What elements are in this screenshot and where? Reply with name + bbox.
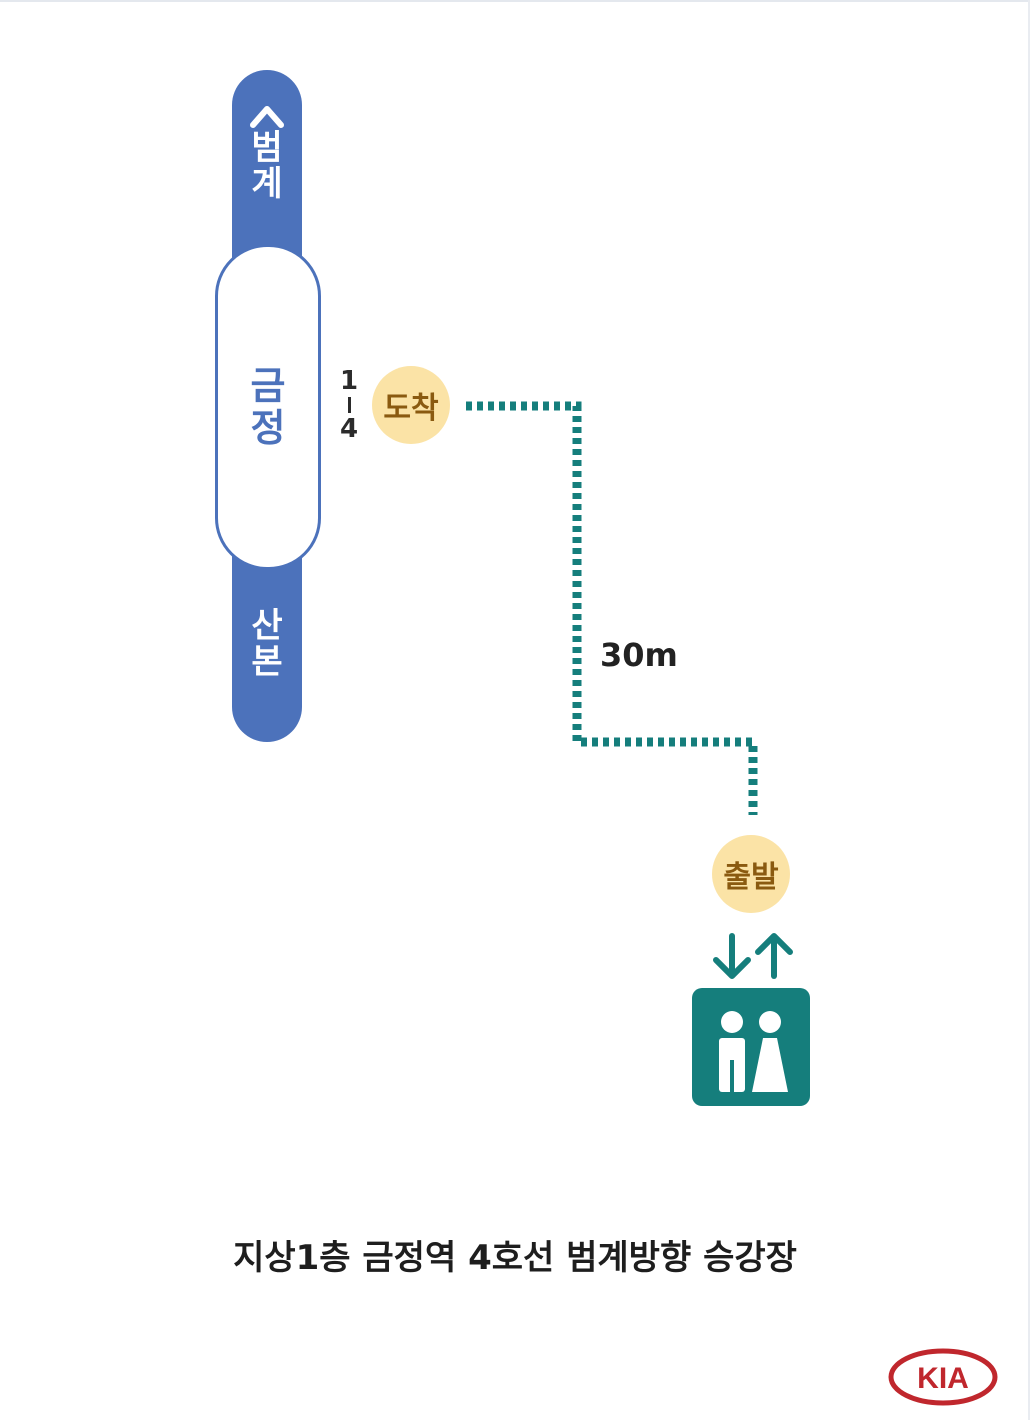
logo-text: KIA <box>917 1362 969 1395</box>
platform-to: 4 <box>339 414 359 444</box>
direction-up-char: 계 <box>251 164 283 204</box>
platform-separator <box>347 397 351 413</box>
top-border <box>0 0 1030 2</box>
right-border <box>1028 0 1030 1420</box>
route-distance: 30m <box>600 636 678 674</box>
elevator-people-icon <box>719 1011 788 1092</box>
direction-down-label: 산 본 <box>232 608 302 680</box>
station-name: 금 정 <box>251 365 286 449</box>
direction-down-text: 산 본 <box>251 608 282 680</box>
arrival-badge: 도착 <box>372 366 450 444</box>
station-name-char: 정 <box>250 406 286 450</box>
departure-badge: 출발 <box>712 835 790 913</box>
station-capsule: 금 정 <box>215 244 321 570</box>
direction-down-char: 산 <box>251 606 283 646</box>
direction-down-char: 본 <box>251 642 283 682</box>
direction-up-text: 범 계 <box>251 130 282 202</box>
up-down-arrows-icon <box>713 933 793 979</box>
route-path <box>466 401 758 815</box>
kia-logo: KIA <box>888 1348 998 1406</box>
direction-up-label: 범 계 <box>232 100 302 202</box>
platform-number: 1 4 <box>335 368 363 442</box>
chevron-up-icon <box>250 106 284 128</box>
elevator-icon <box>692 988 810 1106</box>
station-name-char: 금 <box>250 364 286 408</box>
caption-title: 지상1층 금정역 4호선 범계방향 승강장 <box>233 1238 797 1278</box>
direction-up-char: 범 <box>251 128 283 168</box>
platform-from: 1 <box>339 366 359 396</box>
